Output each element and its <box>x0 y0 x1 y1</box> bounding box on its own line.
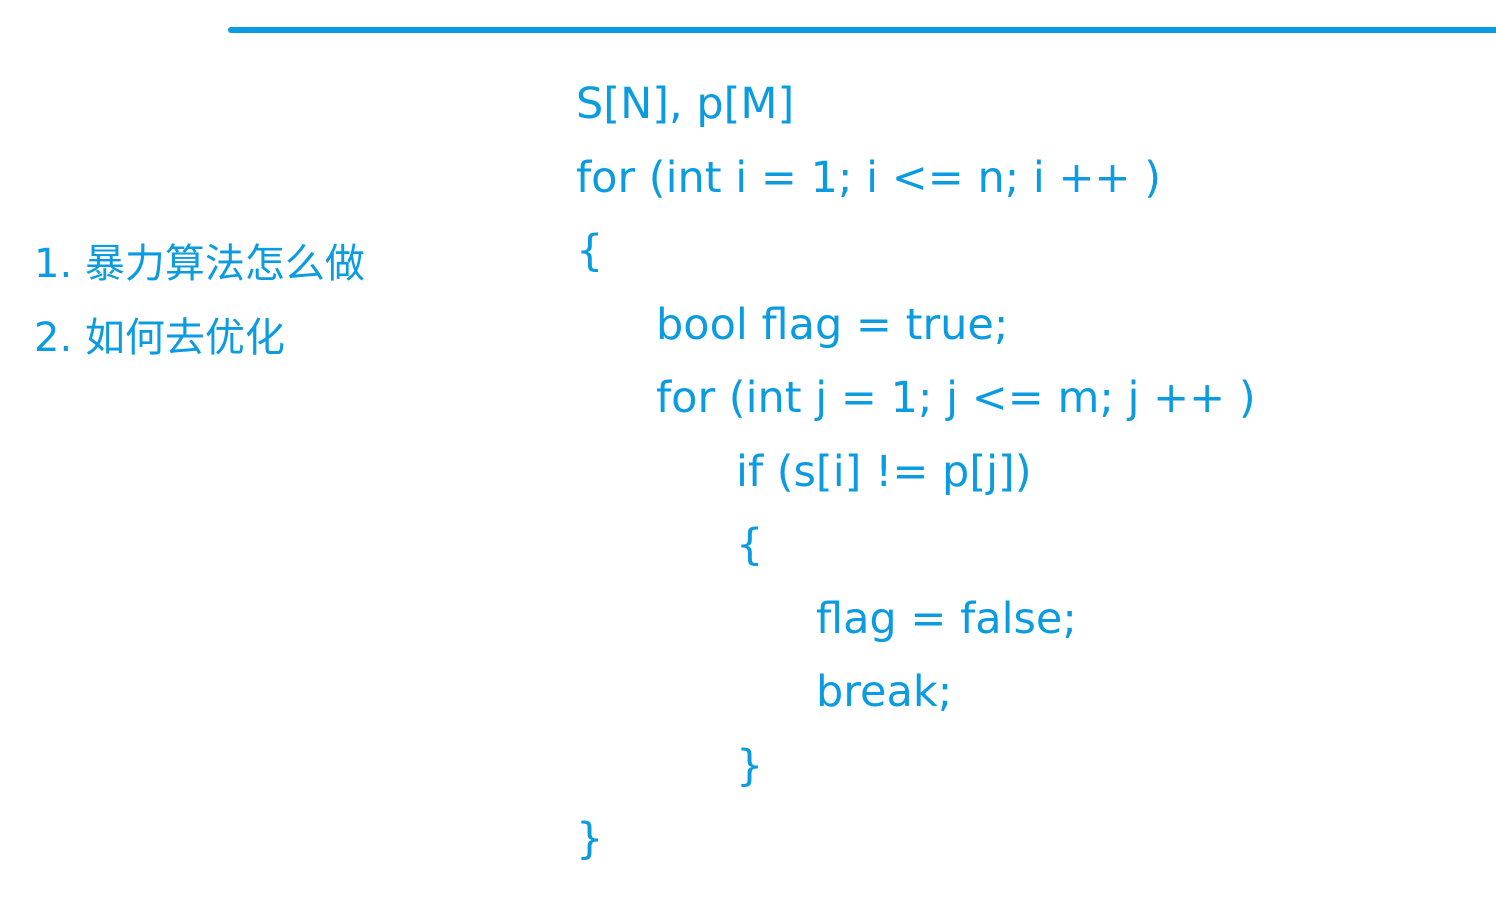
code-line-close-brace: } <box>576 814 604 864</box>
code-line-if: if (s[i] != p[j]) <box>736 446 1032 497</box>
code-line-flag-init: bool flag = true; <box>656 299 1009 350</box>
code-line-break: break; <box>816 667 953 717</box>
code-line-declaration: S[N], p[M] <box>576 79 795 129</box>
top-divider-bar <box>228 27 1496 33</box>
code-line-outer-for: for (int i = 1; i <= n; i ++ ) <box>576 152 1161 203</box>
outline-item-optimize: 2. 如何去优化 <box>34 315 285 361</box>
code-line-if-close-brace: } <box>736 740 764 791</box>
code-line-if-open-brace: { <box>736 520 764 570</box>
code-line-open-brace: { <box>576 226 604 276</box>
outline-item-brute-force: 1. 暴力算法怎么做 <box>34 241 365 287</box>
code-line-flag-false: flag = false; <box>816 593 1077 644</box>
code-line-inner-for: for (int j = 1; j <= m; j ++ ) <box>656 373 1256 423</box>
outline-list: 1. 暴力算法怎么做 2. 如何去优化 <box>34 232 365 380</box>
code-block: S[N], p[M] for (int i = 1; i <= n; i ++ … <box>576 68 1256 877</box>
